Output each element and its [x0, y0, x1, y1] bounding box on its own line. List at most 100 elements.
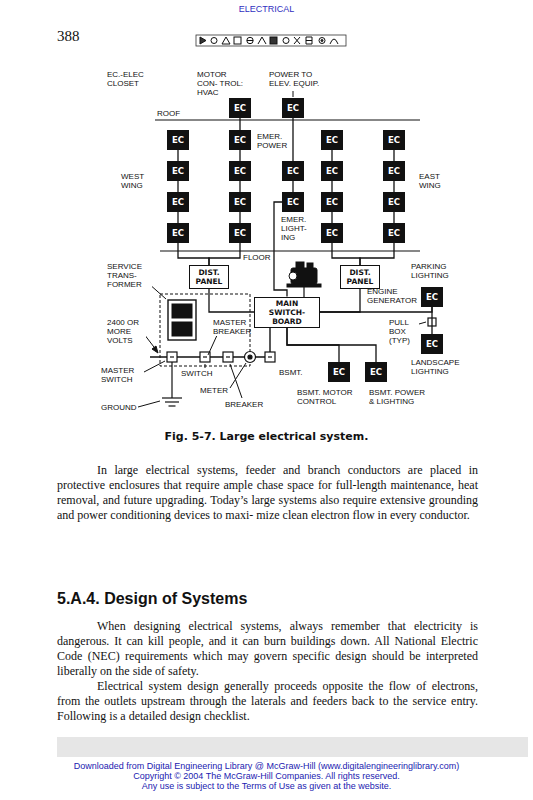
diagram-label: EMER. POWER: [256, 132, 290, 150]
leader-line: [230, 363, 246, 388]
node-text: EC: [172, 228, 184, 238]
node-text: EC: [388, 135, 400, 145]
diagram-label: BSMT.: [278, 368, 308, 377]
feeder-wire: [393, 150, 394, 161]
diagram-label: 2400 OR MORE VOLTS: [106, 318, 146, 345]
node-text: EC: [172, 197, 184, 207]
footer-note: Copyright © 2004 The McGraw-Hill Compani…: [0, 771, 533, 781]
feeder-wire: [320, 307, 432, 312]
body-paragraph: In large electrical systems, feeder and …: [57, 463, 478, 523]
feeder-wire: [177, 150, 178, 161]
node-text: EC: [326, 228, 338, 238]
roof-line: [155, 119, 420, 120]
node-text: EC: [370, 367, 382, 377]
feeder-wire: [239, 118, 240, 130]
electrical-closet: EC: [167, 130, 189, 150]
section-heading: 5.A.4. Design of Systems: [57, 590, 377, 608]
feeder-wire: [332, 243, 360, 265]
node-text: EC: [287, 103, 299, 113]
feeder-wire: [209, 243, 240, 265]
panel-box: DIST. PANEL: [189, 265, 229, 289]
node-text: EC: [234, 103, 246, 113]
diagram-label: MASTER SWITCH: [100, 366, 144, 384]
electrical-closet: EC: [167, 192, 189, 212]
diagram-label: SERVICE TRANS- FORMER: [106, 262, 152, 289]
feeder-wire: [287, 328, 376, 363]
service-device: [167, 352, 275, 363]
floor-line: [160, 250, 420, 251]
node-text: EC: [426, 339, 438, 349]
electrical-closet: EC: [321, 130, 343, 150]
node-text: EC: [287, 197, 299, 207]
diagram-label: BSMT. MOTOR CONTROL: [296, 388, 356, 406]
node-text: DIST. PANEL: [194, 268, 224, 286]
service-enclosure: [160, 294, 250, 366]
electrical-closet: EC: [282, 192, 304, 212]
feeder-wire: [431, 307, 432, 334]
node-text: DIST. PANEL: [345, 268, 375, 286]
node-text: EC: [388, 197, 400, 207]
leader-line: [230, 364, 242, 398]
diagram-label: METER: [199, 386, 229, 395]
node-text: EC: [234, 166, 246, 176]
diagram-label: POWER TO ELEV. EQUIP.: [268, 70, 328, 88]
ground-symbol: [162, 362, 182, 406]
feeder-wire: [393, 181, 394, 192]
node-text: EC: [326, 135, 338, 145]
feeder-wire: [393, 212, 394, 223]
electrical-closet: EC: [383, 161, 405, 181]
leader-line: [293, 91, 294, 97]
feeder-wire: [292, 181, 293, 192]
node-text: EC: [234, 228, 246, 238]
diagram-label: MASTER BREAKER: [212, 318, 248, 336]
diagram-label: BREAKER: [224, 400, 264, 409]
node-text: EC: [172, 166, 184, 176]
electrical-closet: EC: [365, 362, 387, 382]
electrical-closet: EC: [282, 161, 304, 181]
feeder-wire: [178, 243, 209, 265]
node-text: EC: [333, 367, 345, 377]
feeder-wire: [320, 289, 360, 312]
node-text: EC: [234, 135, 246, 145]
electrical-closet: EC: [421, 287, 443, 307]
feeder-wire: [331, 212, 332, 223]
diagram-label: EAST WING: [418, 172, 450, 190]
icon-row: [196, 35, 346, 46]
engine-generator: [287, 262, 321, 287]
panel-box: MAIN SWITCH- BOARD: [254, 297, 320, 328]
electrical-closet: EC: [282, 98, 304, 118]
diagram-label: EMER. LIGHT- ING: [280, 215, 316, 242]
diagram-label: FLOOR: [242, 253, 272, 262]
diagram-label: MOTOR CON- TROL: HVAC: [196, 70, 250, 97]
body-paragraph: When designing electrical systems, alway…: [57, 619, 478, 679]
diagram-label: GROUND: [100, 403, 138, 412]
electrical-closet: EC: [167, 223, 189, 243]
diagram-label: ROOF: [156, 109, 186, 118]
feeder-wire: [177, 181, 178, 192]
diagram-label: PULL BOX (TYP): [388, 318, 418, 345]
electrical-closet: EC: [229, 223, 251, 243]
electrical-closet: EC: [383, 130, 405, 150]
electrical-closet: EC: [421, 334, 443, 354]
page-number: 388: [57, 28, 97, 45]
node-text: EC: [326, 197, 338, 207]
leader-line: [144, 361, 165, 372]
diagram-label: PARKING LIGHTING: [410, 262, 456, 280]
running-head: ELECTRICAL: [0, 4, 533, 14]
body-paragraph: Electrical system design generally proce…: [57, 679, 478, 724]
generator-feed: [303, 287, 304, 297]
feeder-wire: [239, 212, 240, 223]
feeder-wire: [331, 181, 332, 192]
feeder-wire: [331, 150, 332, 161]
node-text: EC: [426, 292, 438, 302]
diagram-label: EC.-ELEC CLOSET: [106, 70, 150, 88]
node-text: EC: [172, 135, 184, 145]
figure-caption: Fig. 5-7. Large electrical system.: [0, 430, 533, 443]
node-text: EC: [234, 197, 246, 207]
footer-note: Downloaded from Digital Engineering Libr…: [0, 761, 533, 771]
electrical-closet: EC: [167, 161, 189, 181]
electrical-closet: EC: [383, 192, 405, 212]
feeder-wire: [292, 118, 293, 161]
feeder-wire: [239, 150, 240, 161]
node-text: EC: [326, 166, 338, 176]
